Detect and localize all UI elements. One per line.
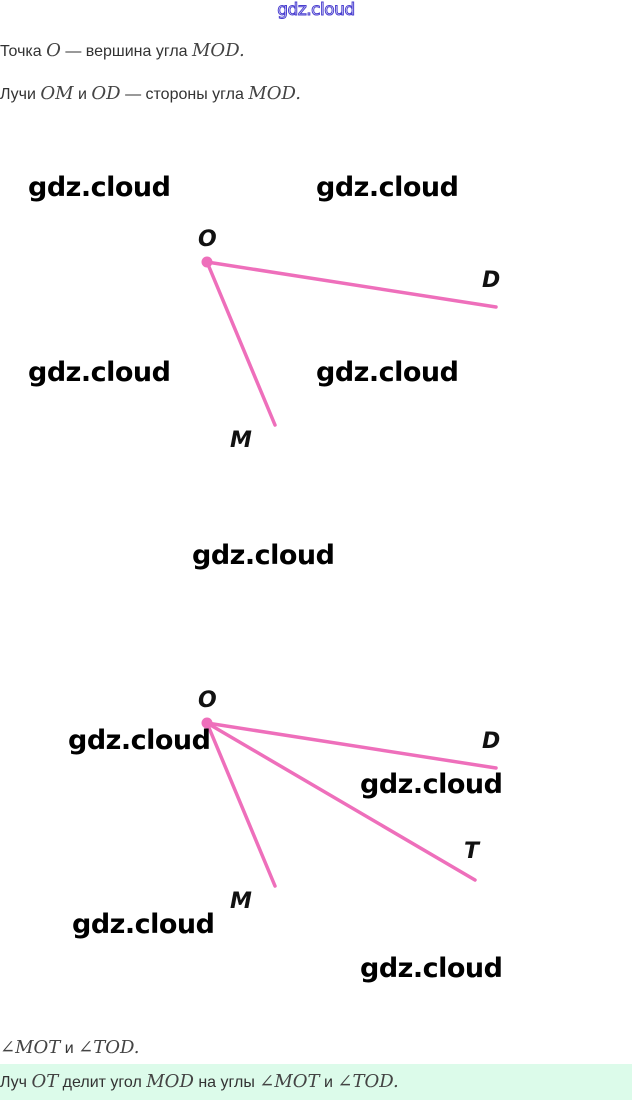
text: — вершина угла: [60, 43, 192, 60]
watermark: gdz.cloud: [316, 172, 459, 203]
conclusion-callout: Луч OT делит угол MOD на углы ∠MOT и ∠TO…: [0, 1064, 632, 1100]
text: .: [238, 40, 245, 61]
text: Точка: [0, 43, 47, 60]
label-M: M: [230, 428, 252, 453]
label-O: O: [198, 227, 217, 252]
label-D: D: [482, 729, 500, 754]
text: .: [393, 1071, 399, 1092]
ray-OD: [205, 260, 498, 309]
diagram-angle-MOD: O D M: [198, 227, 500, 453]
math-angle-TOD: ∠TOD: [78, 1037, 134, 1058]
label-T: T: [464, 839, 481, 864]
math-O: O: [46, 40, 61, 61]
text: Луч: [0, 1074, 32, 1091]
text: .: [295, 83, 302, 104]
math-MOD: MOD: [248, 83, 296, 104]
math-MOD: MOD: [192, 40, 239, 61]
ray-OM: [205, 260, 277, 427]
math-OM: OM: [40, 83, 74, 104]
watermark: gdz.cloud: [360, 769, 503, 800]
math-MOD: MOD: [146, 1071, 194, 1092]
watermark: gdz.cloud: [360, 953, 503, 984]
text: и: [73, 86, 92, 103]
text: и: [60, 1040, 79, 1057]
text: на углы: [193, 1074, 260, 1091]
conclusion-text: Луч OT делит угол MOD на углы ∠MOT и ∠TO…: [0, 1071, 399, 1092]
vertex-statement: Точка O — вершина угла MOD.: [0, 40, 245, 61]
vertex-point-O: [201, 717, 213, 729]
text: .: [133, 1037, 140, 1058]
ray-OM: [205, 721, 277, 888]
math-angle-MOT: ∠MOT: [0, 1037, 61, 1058]
top-watermark: gdz.cloud: [277, 0, 356, 21]
vertex-point-O: [201, 256, 213, 268]
watermark: gdz.cloud: [316, 357, 459, 388]
math-angle-MOT: ∠MOT: [259, 1071, 320, 1092]
watermark: gdz.cloud: [28, 172, 171, 203]
watermark: gdz.cloud: [28, 357, 171, 388]
diagram-angle-MOD-bisected: O D T M: [198, 688, 500, 914]
ray-OD: [205, 721, 498, 770]
label-M: M: [230, 889, 252, 914]
watermark: gdz.cloud: [68, 725, 211, 756]
angles-statement: ∠MOT и ∠TOD.: [0, 1037, 139, 1058]
math-OD: OD: [91, 83, 121, 104]
math-angle-TOD: ∠TOD: [337, 1071, 394, 1092]
sides-statement: Лучи OM и OD — стороны угла MOD.: [0, 83, 301, 104]
text: Лучи: [0, 86, 41, 103]
ray-OT: [205, 721, 477, 882]
text: — стороны угла: [120, 86, 249, 103]
label-O: O: [198, 688, 217, 713]
text: и: [319, 1074, 338, 1091]
watermark: gdz.cloud: [192, 540, 335, 571]
text: делит угол: [58, 1074, 147, 1091]
label-D: D: [482, 268, 500, 293]
watermark: gdz.cloud: [72, 909, 215, 940]
math-OT: OT: [31, 1071, 59, 1092]
